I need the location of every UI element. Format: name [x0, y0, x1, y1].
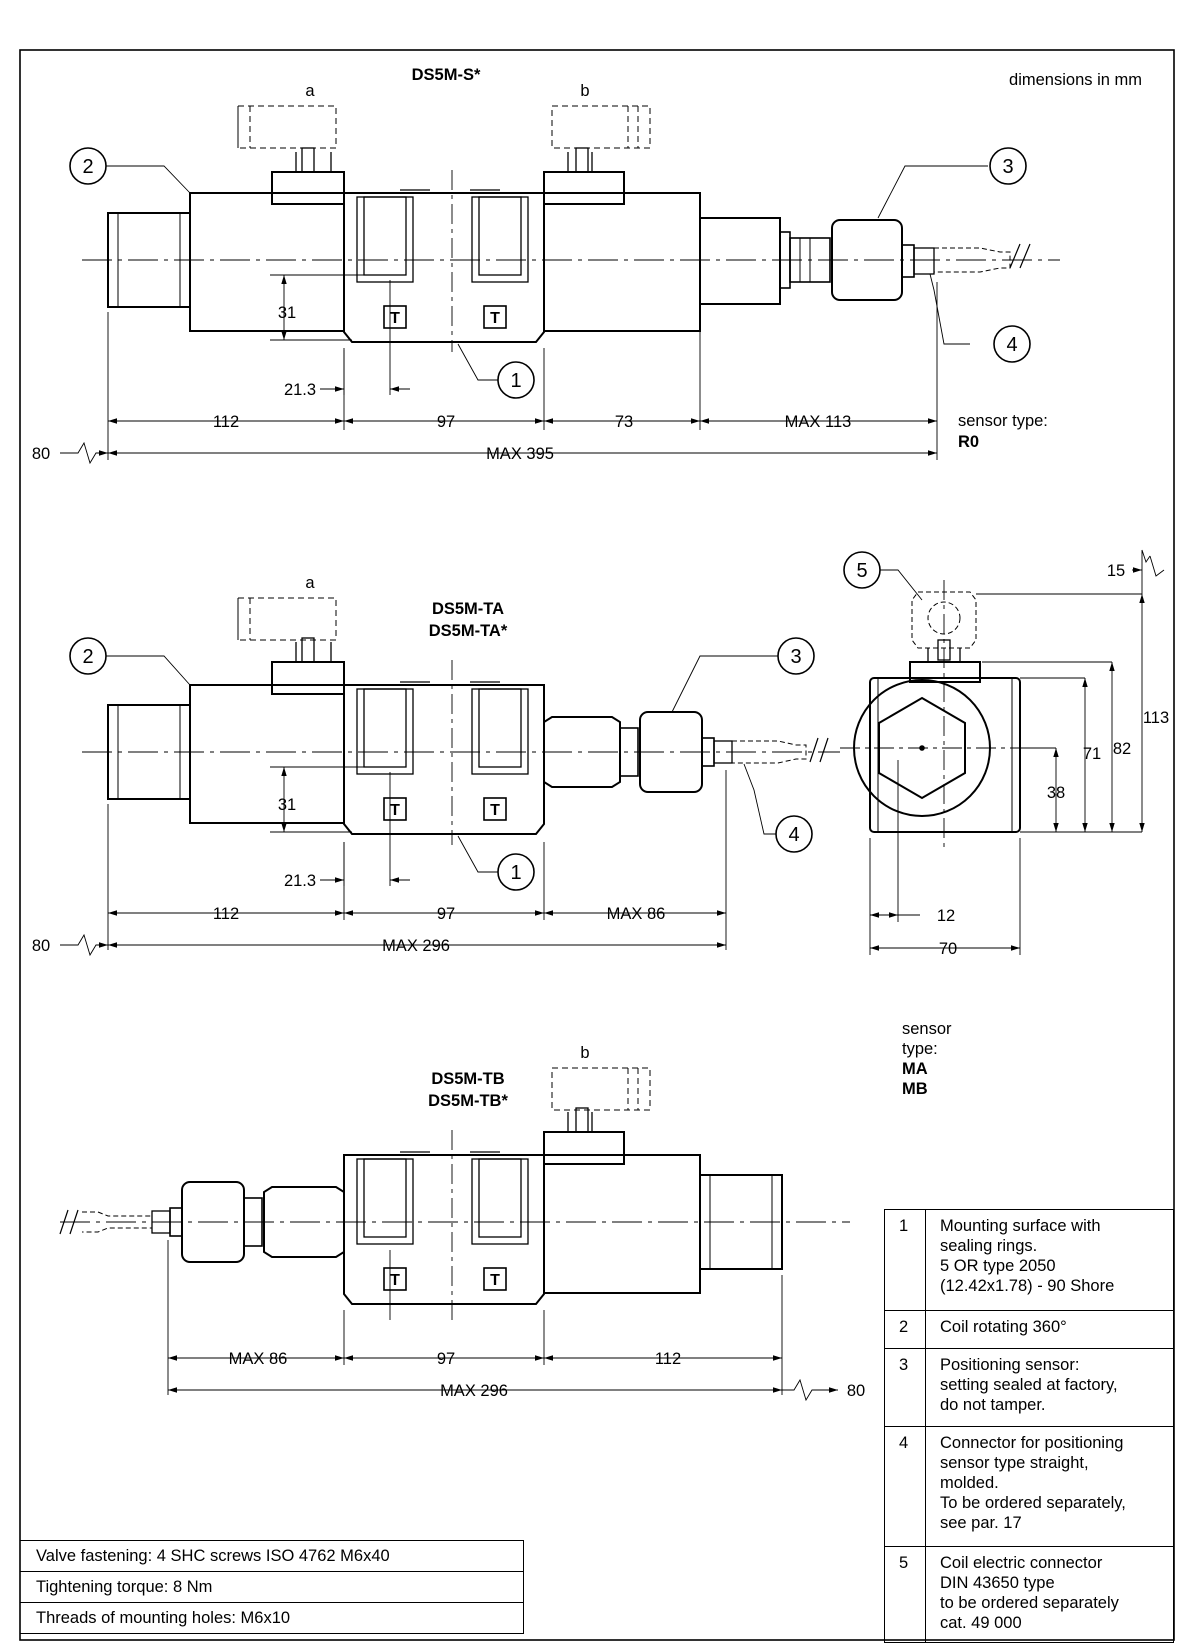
legend-num: 5	[884, 1546, 926, 1643]
legend-desc: Coil electric connector DIN 43650 type t…	[925, 1546, 1174, 1643]
view1-dim-21-3: 21.3	[284, 381, 316, 399]
view1-dim-73: 73	[615, 413, 633, 431]
note-tightening-torque: Tightening torque: 8 Nm	[20, 1571, 524, 1603]
svg-text:T: T	[390, 802, 400, 819]
view2-dim-80: 80	[32, 937, 50, 955]
view2-dim-max86: MAX 86	[607, 905, 666, 923]
notes-row: Tightening torque: 8 Nm	[20, 1571, 524, 1603]
side-dim-70: 70	[939, 940, 957, 958]
callout-5-label: 5	[856, 560, 867, 582]
view1-solenoid-b: b	[580, 82, 589, 100]
drawing-frame	[19, 49, 1175, 1641]
view2-dim-31: 31	[278, 796, 296, 814]
view3-dim-97: 97	[437, 1350, 455, 1368]
legend-row: 5 Coil electric connector DIN 43650 type…	[884, 1546, 1174, 1643]
notes-row: Valve fastening: 4 SHC screws ISO 4762 M…	[20, 1540, 524, 1572]
side-dim-113: 113	[1143, 709, 1169, 727]
view1-dim-max395: MAX 395	[486, 445, 554, 463]
callout-3-view1	[989, 147, 1027, 185]
view2-title-line1: DS5M-TA	[432, 600, 504, 618]
legend-num: 4	[884, 1426, 926, 1547]
view2-dim-97: 97	[437, 905, 455, 923]
side-dim-82: 82	[1113, 740, 1131, 758]
sensor-type-label-line1: sensor	[902, 1020, 952, 1038]
callout-2-view1	[69, 147, 107, 185]
view2-dim-112: 112	[213, 905, 239, 923]
sensor-type-label-line2: type:	[902, 1040, 938, 1058]
legend-row: 4 Connector for positioning sensor type …	[884, 1426, 1174, 1547]
legend-row: 3 Positioning sensor: setting sealed at …	[884, 1348, 1174, 1427]
view3-dim-max296: MAX 296	[440, 1382, 508, 1400]
legend-desc: Positioning sensor: setting sealed at fa…	[925, 1348, 1174, 1427]
callout-3-label-v2: 3	[790, 646, 801, 668]
callout-1-view1	[497, 361, 535, 399]
view2-solenoid-a: a	[305, 574, 315, 592]
callout-5-side	[843, 551, 881, 589]
sensor-type-ma: MA	[902, 1060, 928, 1078]
legend-table: 1 Mounting surface with sealing rings. 5…	[884, 1209, 1174, 1643]
view1-solenoid-a: a	[305, 82, 315, 100]
view3-dim-112: 112	[655, 1350, 681, 1368]
units-note: dimensions in mm	[1009, 71, 1142, 89]
legend-desc: Connector for positioning sensor type st…	[925, 1426, 1174, 1547]
svg-text:T: T	[390, 1272, 400, 1289]
view1-drawing: T T	[60, 105, 1060, 465]
side-dim-71: 71	[1083, 745, 1101, 763]
side-dim-12: 12	[937, 907, 955, 925]
legend-row: 1 Mounting surface with sealing rings. 5…	[884, 1209, 1174, 1311]
legend-desc: Mounting surface with sealing rings. 5 O…	[925, 1209, 1174, 1311]
view2-dim-21-3: 21.3	[284, 872, 316, 890]
view2-dim-max296: MAX 296	[382, 937, 450, 955]
callout-2-view2	[69, 637, 107, 675]
callout-3-view2	[777, 637, 815, 675]
svg-text:T: T	[490, 310, 500, 327]
view1-dim-max113: MAX 113	[785, 413, 852, 431]
callout-4-label-v2: 4	[788, 824, 799, 846]
callout-4-label: 4	[1006, 334, 1017, 356]
callout-4-view1	[993, 325, 1031, 363]
legend-num: 3	[884, 1348, 926, 1427]
view3-drawing: T T	[59, 1067, 850, 1402]
view3-title-line2: DS5M-TB*	[428, 1092, 508, 1110]
side-view-drawing	[840, 549, 1165, 955]
svg-text:T: T	[390, 310, 400, 327]
legend-desc: Coil rotating 360°	[925, 1310, 1174, 1349]
side-dim-15: 15	[1107, 562, 1125, 580]
legend-row: 2 Coil rotating 360°	[884, 1310, 1174, 1349]
note-valve-fastening: Valve fastening: 4 SHC screws ISO 4762 M…	[20, 1540, 524, 1572]
view1-dim-112: 112	[213, 413, 239, 431]
side-dim-38: 38	[1047, 784, 1065, 802]
view1-dim-80: 80	[32, 445, 50, 463]
view1-sensor-label: sensor type:	[958, 412, 1048, 430]
notes-row: Threads of mounting holes: M6x10	[20, 1602, 524, 1634]
view1-title: DS5M-S*	[412, 66, 481, 84]
callout-1-label: 1	[510, 370, 521, 392]
legend-num: 2	[884, 1310, 926, 1349]
view3-dim-80: 80	[847, 1382, 865, 1400]
view2-drawing: T T	[60, 597, 840, 957]
legend-num: 1	[884, 1209, 926, 1311]
view3-title-line1: DS5M-TB	[431, 1070, 504, 1088]
callout-3-label: 3	[1002, 156, 1013, 178]
notes-table: Valve fastening: 4 SHC screws ISO 4762 M…	[20, 1540, 524, 1634]
note-mounting-threads: Threads of mounting holes: M6x10	[20, 1602, 524, 1634]
view1-dim-97: 97	[437, 413, 455, 431]
callout-2-label: 2	[82, 156, 93, 178]
view2-title-line2: DS5M-TA*	[429, 622, 508, 640]
callout-1-view2	[497, 853, 535, 891]
sensor-type-mb: MB	[902, 1080, 928, 1098]
callout-2-label-v2: 2	[82, 646, 93, 668]
view3-solenoid-b: b	[580, 1044, 589, 1062]
svg-text:T: T	[490, 802, 500, 819]
view3-dim-max86: MAX 86	[229, 1350, 288, 1368]
svg-text:T: T	[490, 1272, 500, 1289]
callout-1-label-v2: 1	[510, 862, 521, 884]
view1-sensor-type: R0	[958, 433, 979, 451]
callout-4-view2	[775, 815, 813, 853]
view1-dim-31: 31	[278, 304, 296, 322]
